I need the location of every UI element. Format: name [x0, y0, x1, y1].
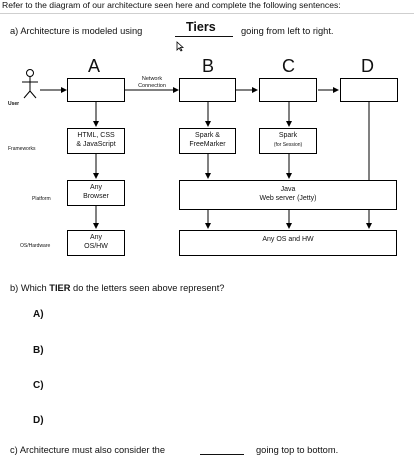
- frameworks-c-line2: (for Session): [273, 142, 303, 148]
- user-icon: [22, 69, 38, 99]
- header-divider: [0, 13, 414, 14]
- instructions-text: Refer to the diagram of our architecture…: [2, 0, 341, 10]
- os-a-line2: OS/HW: [84, 243, 108, 250]
- frameworks-c-line1: Spark: [278, 132, 298, 139]
- question-c-blank[interactable]: [200, 454, 244, 455]
- platform-box-a: Any Browser: [67, 180, 125, 206]
- diagram-connectors: [22, 69, 372, 229]
- frameworks-box-b: Spark & FreeMarker: [179, 128, 236, 154]
- network-label-line2: Connection: [138, 82, 166, 89]
- column-letter-c: C: [282, 56, 295, 76]
- frameworks-box-a: HTML, CSS & JavaScript: [67, 128, 125, 154]
- frameworks-b-line1: Spark &: [195, 132, 220, 139]
- question-c-prefix: c) Architecture must also consider the: [10, 445, 166, 455]
- frameworks-b-line2: FreeMarker: [189, 141, 226, 148]
- platform-a-line1: Any: [89, 184, 103, 191]
- platform-box-bc: Java Web server (Jetty): [179, 180, 397, 210]
- mouse-cursor-icon: [176, 41, 185, 52]
- question-b-after: do the letters seen above represent?: [70, 283, 225, 293]
- answer-item-c: C): [33, 380, 44, 391]
- network-connection-label: Network Connection: [128, 76, 176, 89]
- question-b-text: b) Which TIER do the letters seen above …: [10, 283, 224, 293]
- answer-item-b: B): [33, 345, 44, 356]
- answer-item-d: D): [33, 415, 44, 426]
- question-c-suffix: going top to bottom.: [256, 445, 339, 455]
- question-b-before: b) Which: [10, 283, 50, 293]
- network-label-line1: Network: [141, 76, 163, 82]
- os-bcd-label: Any OS and HW: [262, 236, 314, 243]
- frameworks-a-line2: & JavaScript: [76, 141, 116, 148]
- frameworks-a-line1: HTML, CSS: [77, 132, 115, 139]
- frameworks-box-c: Spark (for Session): [259, 128, 317, 154]
- question-b-bold: TIER: [49, 283, 71, 293]
- tier-box-d: [340, 78, 398, 102]
- os-box-a: Any OS/HW: [67, 230, 125, 256]
- user-label: User: [8, 101, 20, 107]
- row-label-platform: Platform: [32, 196, 51, 202]
- answer-underline: [175, 36, 233, 37]
- platform-a-line2: Browser: [83, 193, 109, 200]
- row-label-os-hardware: OS/Hardware: [20, 243, 51, 249]
- os-box-bcd: Any OS and HW: [179, 230, 397, 256]
- question-a-answer: Tiers: [186, 20, 216, 34]
- tier-box-a: [67, 78, 125, 102]
- tier-box-c: [259, 78, 317, 102]
- platform-bc-line2: Web server (Jetty): [259, 195, 317, 202]
- column-letter-b: B: [202, 56, 215, 76]
- tier-box-b: [179, 78, 236, 102]
- column-letter-d: D: [361, 56, 374, 76]
- question-a-suffix: going from left to right.: [241, 26, 334, 36]
- platform-bc-line1: Java: [280, 186, 296, 193]
- row-label-frameworks: Frameworks: [8, 146, 36, 152]
- question-a-prefix: a) Architecture is modeled using: [10, 26, 143, 36]
- column-letter-a: A: [88, 56, 101, 76]
- answer-item-a: A): [33, 309, 44, 320]
- os-a-line1: Any: [89, 234, 103, 241]
